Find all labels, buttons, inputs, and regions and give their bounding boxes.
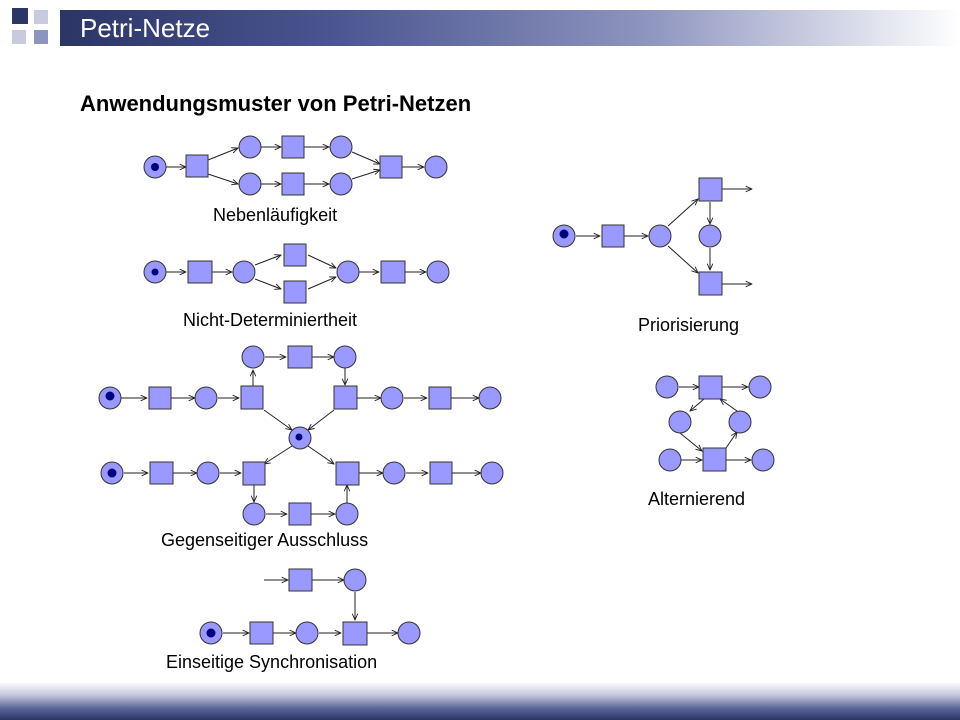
logo-square-dark-1 [12,8,28,24]
place [232,260,256,284]
transition [283,243,307,267]
label-priorisierung: Priorisierung [638,315,740,335]
logo-square-light-2 [12,30,26,44]
transition [333,385,358,410]
transition [335,461,360,486]
place [329,135,353,159]
transition [281,135,305,159]
place [238,135,262,159]
token [105,391,115,401]
transition [281,172,305,196]
transition [601,224,625,248]
place [655,375,679,399]
transition [342,621,368,646]
transition [283,280,307,304]
place [426,260,450,284]
transition [249,621,274,645]
places [98,135,775,645]
place [748,375,772,399]
place [196,461,220,485]
place [329,172,353,196]
token [206,628,216,638]
logo-square-light-1 [34,10,48,24]
place [335,502,359,526]
place [238,172,262,196]
transition [288,568,313,592]
title-band [60,10,960,46]
slide-title: Petri-Netze [80,13,211,43]
place [668,410,692,434]
place [194,386,218,410]
place [751,448,775,472]
token [151,163,159,171]
token [559,229,569,239]
transition [288,502,312,526]
transition [240,385,264,410]
token [295,433,303,441]
label-einseitige-synchronisation: Einseitige Synchronisation [166,652,378,672]
label-nicht-determiniertheit: Nicht-Determiniertheit [183,310,358,330]
place [382,461,406,485]
transition [428,386,452,410]
place [698,224,722,248]
label-alternierend: Alternierend [648,489,746,509]
transition [698,177,723,202]
token [151,268,159,276]
place [728,410,752,434]
place [333,345,357,369]
tokens [105,163,569,638]
place [478,386,502,410]
place [336,260,360,284]
token [107,468,117,478]
label-gegenseitiger-ausschluss: Gegenseitiger Ausschluss [161,530,369,550]
place [648,224,672,248]
place [242,502,266,526]
logo-square-dark-2 [34,30,48,44]
label-nebenlaeufigkeit: Nebenläufigkeit [213,205,338,225]
transition [185,154,209,178]
place [380,386,404,410]
transition [149,461,174,485]
transition [148,386,172,410]
transition [429,461,453,485]
transition [380,260,406,284]
transition [287,345,313,369]
place [480,461,504,485]
page-subtitle: Anwendungsmuster von Petri-Netzen [80,91,472,116]
footer-band [0,682,960,720]
place [658,448,682,472]
transition [379,155,403,179]
place [343,568,367,592]
place [295,621,319,645]
arcs [121,147,752,633]
place [397,621,421,645]
transition [187,260,213,284]
place [424,155,448,179]
place [241,345,265,369]
transition [698,375,723,400]
transition [242,461,266,486]
transition [702,447,727,472]
transitions [148,135,727,646]
transition [698,271,723,296]
